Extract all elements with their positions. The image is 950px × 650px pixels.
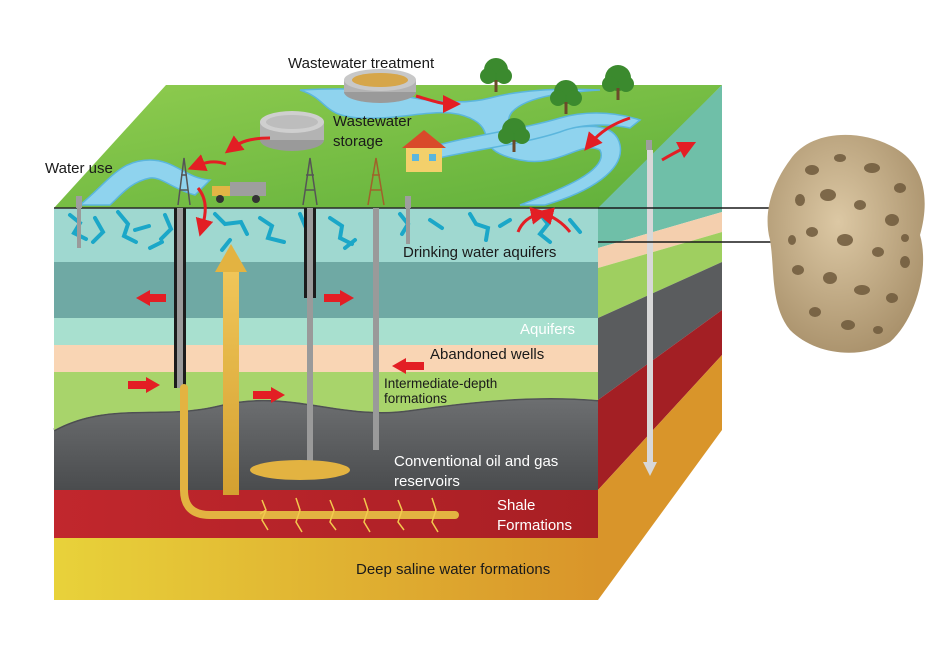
shale-formations-label-line2: Formations bbox=[497, 517, 573, 534]
intermediate-depth-label-line1: Intermediate-depth bbox=[384, 376, 498, 391]
wastewater-storage-label-line1: Wastewater bbox=[333, 113, 412, 130]
aquifers-layer bbox=[54, 318, 598, 345]
deep-saline-layer bbox=[54, 538, 598, 600]
water-use-label: Water use bbox=[45, 160, 113, 177]
gas-pool bbox=[250, 460, 350, 480]
wells bbox=[77, 150, 657, 476]
wastewater-treatment-label: Wastewater treatment bbox=[288, 55, 435, 72]
drinking-aquifer-layer bbox=[54, 208, 598, 262]
treatment-pond-icon bbox=[344, 69, 416, 103]
conventional-reservoirs-label-line1: Conventional oil and gas bbox=[394, 453, 559, 470]
shale-formations-label-line1: Shale bbox=[497, 497, 536, 514]
water-use-well-heads bbox=[76, 140, 652, 208]
abandoned-wells-label: Abandoned wells bbox=[430, 346, 545, 363]
intermediate-depth-layer bbox=[54, 372, 598, 430]
aquifers-label: Aquifers bbox=[520, 321, 576, 338]
porous-rock-sample bbox=[767, 134, 925, 353]
aquifer-mid-band bbox=[54, 262, 598, 318]
shale-fractures bbox=[259, 497, 439, 533]
abandoned-wells-layer bbox=[54, 345, 598, 372]
drilling-rig-icon bbox=[177, 157, 385, 206]
wastewater-storage-label-line2: storage bbox=[333, 133, 384, 150]
fluid-flow-path bbox=[180, 244, 459, 519]
front-layers bbox=[53, 208, 599, 600]
deep-saline-label: Deep saline water formations bbox=[356, 561, 551, 578]
tree-icon bbox=[480, 58, 634, 152]
intermediate-depth-label-line2: formations bbox=[384, 391, 448, 406]
drinking-water-aquifers-label: Drinking water aquifers bbox=[403, 244, 557, 261]
conventional-reservoir-layer bbox=[54, 398, 598, 490]
house-icon bbox=[402, 130, 446, 172]
contamination-flow-arrows bbox=[128, 290, 424, 403]
storage-tank-icon bbox=[260, 111, 324, 151]
river bbox=[299, 88, 622, 206]
truck-icon bbox=[212, 182, 266, 203]
conventional-reservoirs-label-line2: reservoirs bbox=[394, 473, 460, 490]
surface-flow-arrows bbox=[187, 94, 697, 237]
